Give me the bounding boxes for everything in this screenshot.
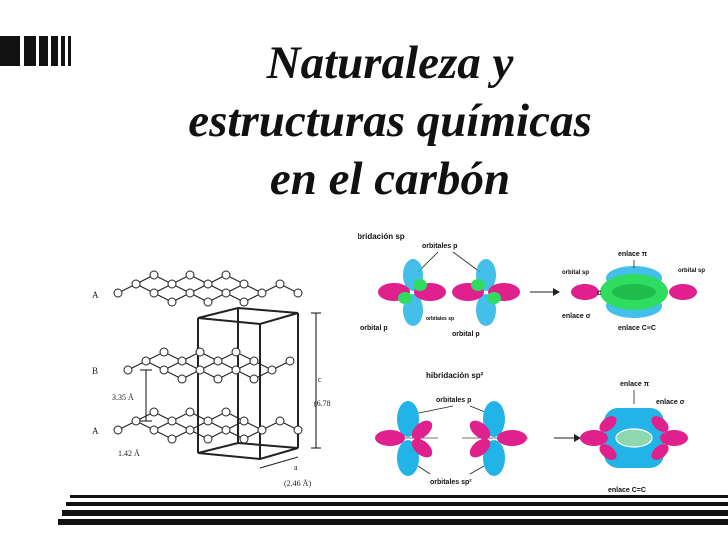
sp-orbital-sp-right: orbital sp [678, 268, 705, 274]
c-axis-value: (6.78 [314, 399, 331, 408]
sp-atom-c: C [597, 291, 602, 297]
decorative-stripes [0, 36, 71, 66]
reaction-arrow [530, 288, 560, 296]
layer-label: A [92, 290, 99, 300]
sp2-orbitales-p-label: orbitales p [436, 397, 471, 404]
sp-orbital-sp-left: orbital sp [562, 270, 589, 276]
graphite-structure-diagram: A B A 3.35 Å 1.42 Å c (6.78 a (2.46 Å) [92, 270, 331, 488]
sp2-hybridization-diagram: hibridación sp² orbitales p orbitales sp… [375, 371, 688, 494]
sp-orbitales-p-label: orbitales p [422, 243, 457, 250]
triple-bond-orbitals [571, 266, 697, 318]
sp2-enlace-pi-label: enlace π [620, 381, 650, 388]
a-axis-label: a [294, 463, 298, 472]
title-line: estructuras químicas [188, 95, 592, 147]
sp2-right-orbitals [462, 401, 528, 476]
sp-enlace-pi-label: enlace π [618, 251, 648, 258]
sp-hybridization-diagram: hibridación sp orbitales p orbitales sp … [358, 232, 705, 338]
a-axis-value: (2.46 Å) [284, 479, 311, 488]
sp-bond-label: enlace C≡C [618, 325, 656, 332]
c-axis-label: c [318, 375, 322, 384]
sp-right-orbitals [452, 259, 520, 326]
sp2-left-orbitals [375, 401, 438, 476]
sp-left-orbitals [378, 259, 446, 326]
slide-title: Naturaleza y estructuras químicas en el … [80, 34, 700, 208]
sp-enlace-sigma-label: enlace σ [562, 313, 591, 320]
title-line: Naturaleza y [266, 37, 514, 89]
sp-orbital-p-right: orbital p [452, 331, 480, 338]
interlayer-distance-label: 3.35 Å [112, 393, 134, 402]
sp-orbital-p-left: orbital p [360, 325, 388, 332]
sp2-orbitales-sp2-label: orbitales sp² [430, 479, 472, 486]
bond-length-label: 1.42 Å [118, 449, 140, 458]
reaction-arrow [554, 434, 581, 442]
sp2-title: hibridación sp² [426, 371, 484, 380]
double-bond-orbitals [580, 408, 688, 468]
layer-label: B [92, 366, 98, 376]
sp2-bond-label: enlace C=C [608, 487, 646, 494]
title-line: en el carbón [269, 153, 511, 205]
sp2-enlace-sigma-label: enlace σ [656, 399, 685, 406]
sp-title: hibridación sp [358, 232, 405, 241]
layer-label: A [92, 426, 99, 436]
sp-orbitales-sp-label: orbitales sp [426, 316, 454, 322]
bottom-rule [58, 495, 728, 525]
